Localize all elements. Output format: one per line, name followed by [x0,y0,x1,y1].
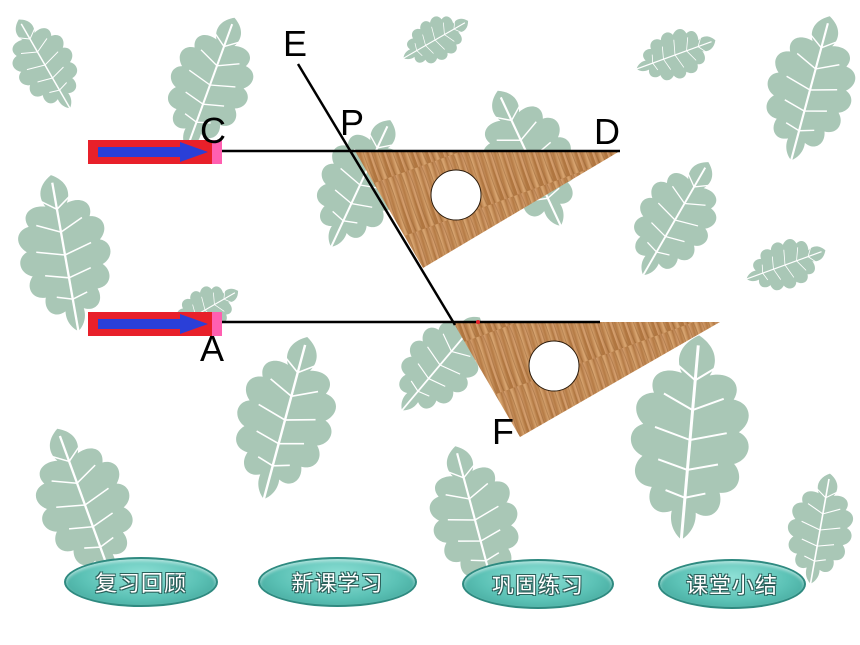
set-square-bottom[interactable] [453,322,720,437]
new-lesson-button[interactable]: 新课学习 [258,557,417,607]
label-c: C [200,110,226,151]
label-a: A [200,328,224,369]
summary-button-label: 课堂小结 [685,574,778,599]
practice-button[interactable]: 巩固练习 [462,559,614,609]
marker-dot [476,320,480,324]
review-button-label: 复习回顾 [94,572,187,597]
oak-leaf-icon [624,16,726,94]
set-square-top[interactable] [355,151,620,268]
oak-leaf-icon [389,0,481,80]
practice-button-label: 巩固练习 [491,574,584,599]
label-e: E [283,23,307,64]
oak-leaf-icon [0,3,98,127]
right-arrow-icon[interactable] [88,140,222,164]
new-lesson-button-label: 新课学习 [291,572,384,597]
line-ef [296,63,457,326]
oak-leaf-icon [747,3,860,177]
label-f: F [492,411,514,452]
review-button[interactable]: 复习回顾 [64,557,218,607]
right-arrow-icon[interactable] [88,312,222,336]
oak-leaf-icon [734,225,836,305]
background-leaves [0,0,860,607]
oak-leaf-icon [607,141,743,299]
oak-leaf-icon [214,322,356,518]
label-p: P [340,102,364,143]
label-d: D [594,111,620,152]
summary-button[interactable]: 课堂小结 [658,559,806,609]
